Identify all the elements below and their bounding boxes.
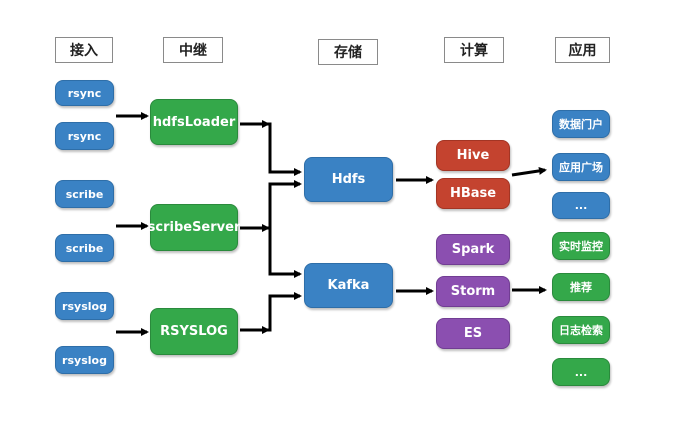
compute-node-hive: Hive xyxy=(436,140,510,171)
ingest-node-scribe-1: scribe xyxy=(55,180,114,208)
app-node-app-plaza: 应用广场 xyxy=(552,153,610,181)
header-ingest: 接入 xyxy=(55,37,113,63)
ingest-node-rsyslog-1: rsyslog xyxy=(55,292,114,320)
storage-node-hdfs: Hdfs xyxy=(304,157,393,202)
compute-node-es: ES xyxy=(436,318,510,349)
app-node-more-1: ... xyxy=(552,192,610,219)
storage-node-kafka: Kafka xyxy=(304,263,393,308)
arrow-hdfsloader-to-hdfs xyxy=(240,122,302,176)
header-storage: 存储 xyxy=(318,39,378,65)
compute-node-spark: Spark xyxy=(436,234,510,265)
header-compute: 计算 xyxy=(444,37,504,63)
arrow-hive-hbase-to-apps xyxy=(511,166,547,177)
arrow-scribeserver-to-hdfs xyxy=(266,180,302,230)
app-node-realtime-monitor: 实时监控 xyxy=(552,232,610,260)
ingest-node-scribe-2: scribe xyxy=(55,234,114,262)
app-node-recommendation: 推荐 xyxy=(552,273,610,301)
relay-node-hdfsloader: hdfsLoader xyxy=(150,99,238,145)
relay-node-rsyslog: RSYSLOG xyxy=(150,308,238,355)
relay-node-scribeserver: scribeServer xyxy=(148,204,240,251)
arrow-scribeserver-to-kafka xyxy=(266,226,302,278)
app-node-more-2: ... xyxy=(552,358,610,386)
ingest-node-rsyslog-2: rsyslog xyxy=(55,346,114,374)
header-relay: 中继 xyxy=(163,37,223,63)
compute-node-storm: Storm xyxy=(436,276,510,307)
ingest-node-rsync-1: rsync xyxy=(55,80,114,106)
ingest-node-rsync-2: rsync xyxy=(55,122,114,150)
compute-node-hbase: HBase xyxy=(436,178,510,209)
header-application: 应用 xyxy=(555,37,610,63)
app-node-data-portal: 数据门户 xyxy=(552,110,610,138)
arrow-rsyslog-to-kafka xyxy=(240,292,302,332)
app-node-log-search: 日志检索 xyxy=(552,316,610,344)
